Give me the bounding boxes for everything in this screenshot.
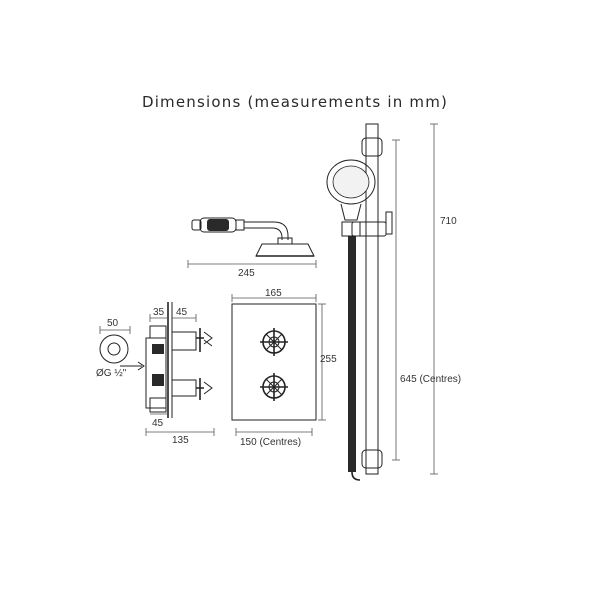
rail-centres-label: 645 (Centres) [400,374,461,385]
plate-height-label: 255 [320,354,337,365]
head-width-label: 245 [238,268,255,279]
plate-centres-label: 150 (Centres) [240,437,301,448]
rail-height-label: 710 [440,216,457,227]
slide-rail-kit: 710 645 (Centres) [326,123,461,481]
head-width-dimension: 245 [187,260,317,279]
outlet-thread-label: ØG ½" [96,368,127,379]
valve-top-left-label: 35 [153,307,165,318]
valve-bottom-label: 45 [152,418,164,429]
valve-side-view: 35 45 45 135 [120,302,215,446]
valve-front-plate: 165 255 150 (Centres) [231,288,337,448]
top-control-handle [260,328,288,356]
outlet-width-label: 50 [107,318,119,329]
valve-depth-label: 135 [172,435,189,446]
bottom-control-handle [260,373,288,401]
diagram-title: Dimensions (measurements in mm) [141,93,449,111]
valve-top-right-label: 45 [176,307,188,318]
wall-outlet: 50 ØG ½" [96,318,131,379]
plate-width-label: 165 [265,288,282,299]
hand-shower [326,159,376,237]
overhead-shower-head [191,217,315,257]
